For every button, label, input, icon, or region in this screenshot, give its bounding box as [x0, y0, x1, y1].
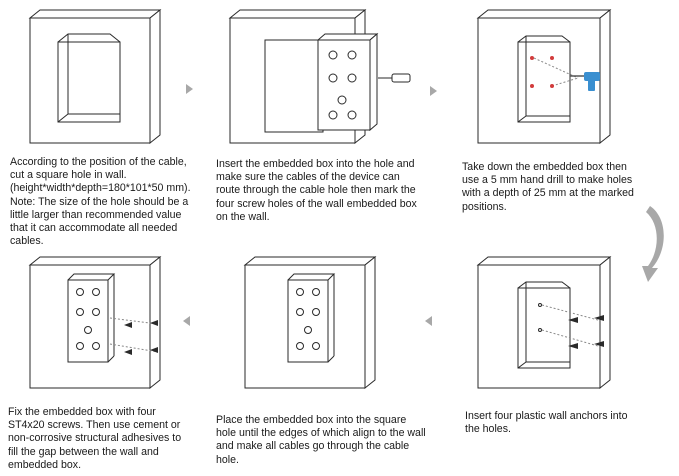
panel-insert-anchors	[476, 255, 612, 390]
next-step-arrow	[430, 86, 437, 96]
step-fix-box-text: Fix the embedded box with four ST4x20 sc…	[8, 406, 182, 471]
next-step-arrow	[186, 84, 193, 94]
panel-fix-box	[28, 255, 162, 390]
panel-place-box	[243, 255, 377, 390]
curved-down-arrow	[642, 206, 664, 282]
step-place-box-text: Place the embedded box into the square h…	[216, 414, 426, 466]
drill-icon	[570, 72, 600, 91]
step-insert-anchors-text: Insert four plastic wall anchors into th…	[465, 410, 628, 436]
step-drill-holes-text: Take down the embedded box then use a 5 …	[462, 161, 634, 213]
step-mark-screw-holes-text: Insert the embedded box into the hole an…	[216, 158, 417, 223]
panel-drill-holes	[476, 8, 612, 145]
panel-cut-hole	[28, 8, 162, 145]
screws	[124, 320, 158, 355]
step-cut-hole-text: According to the position of the cable, …	[10, 156, 191, 248]
marked-points	[530, 56, 554, 88]
wall-anchors	[568, 315, 604, 349]
prev-step-arrow	[425, 316, 432, 326]
panel-mark-screw-holes	[228, 8, 411, 145]
prev-step-arrow	[183, 316, 190, 326]
